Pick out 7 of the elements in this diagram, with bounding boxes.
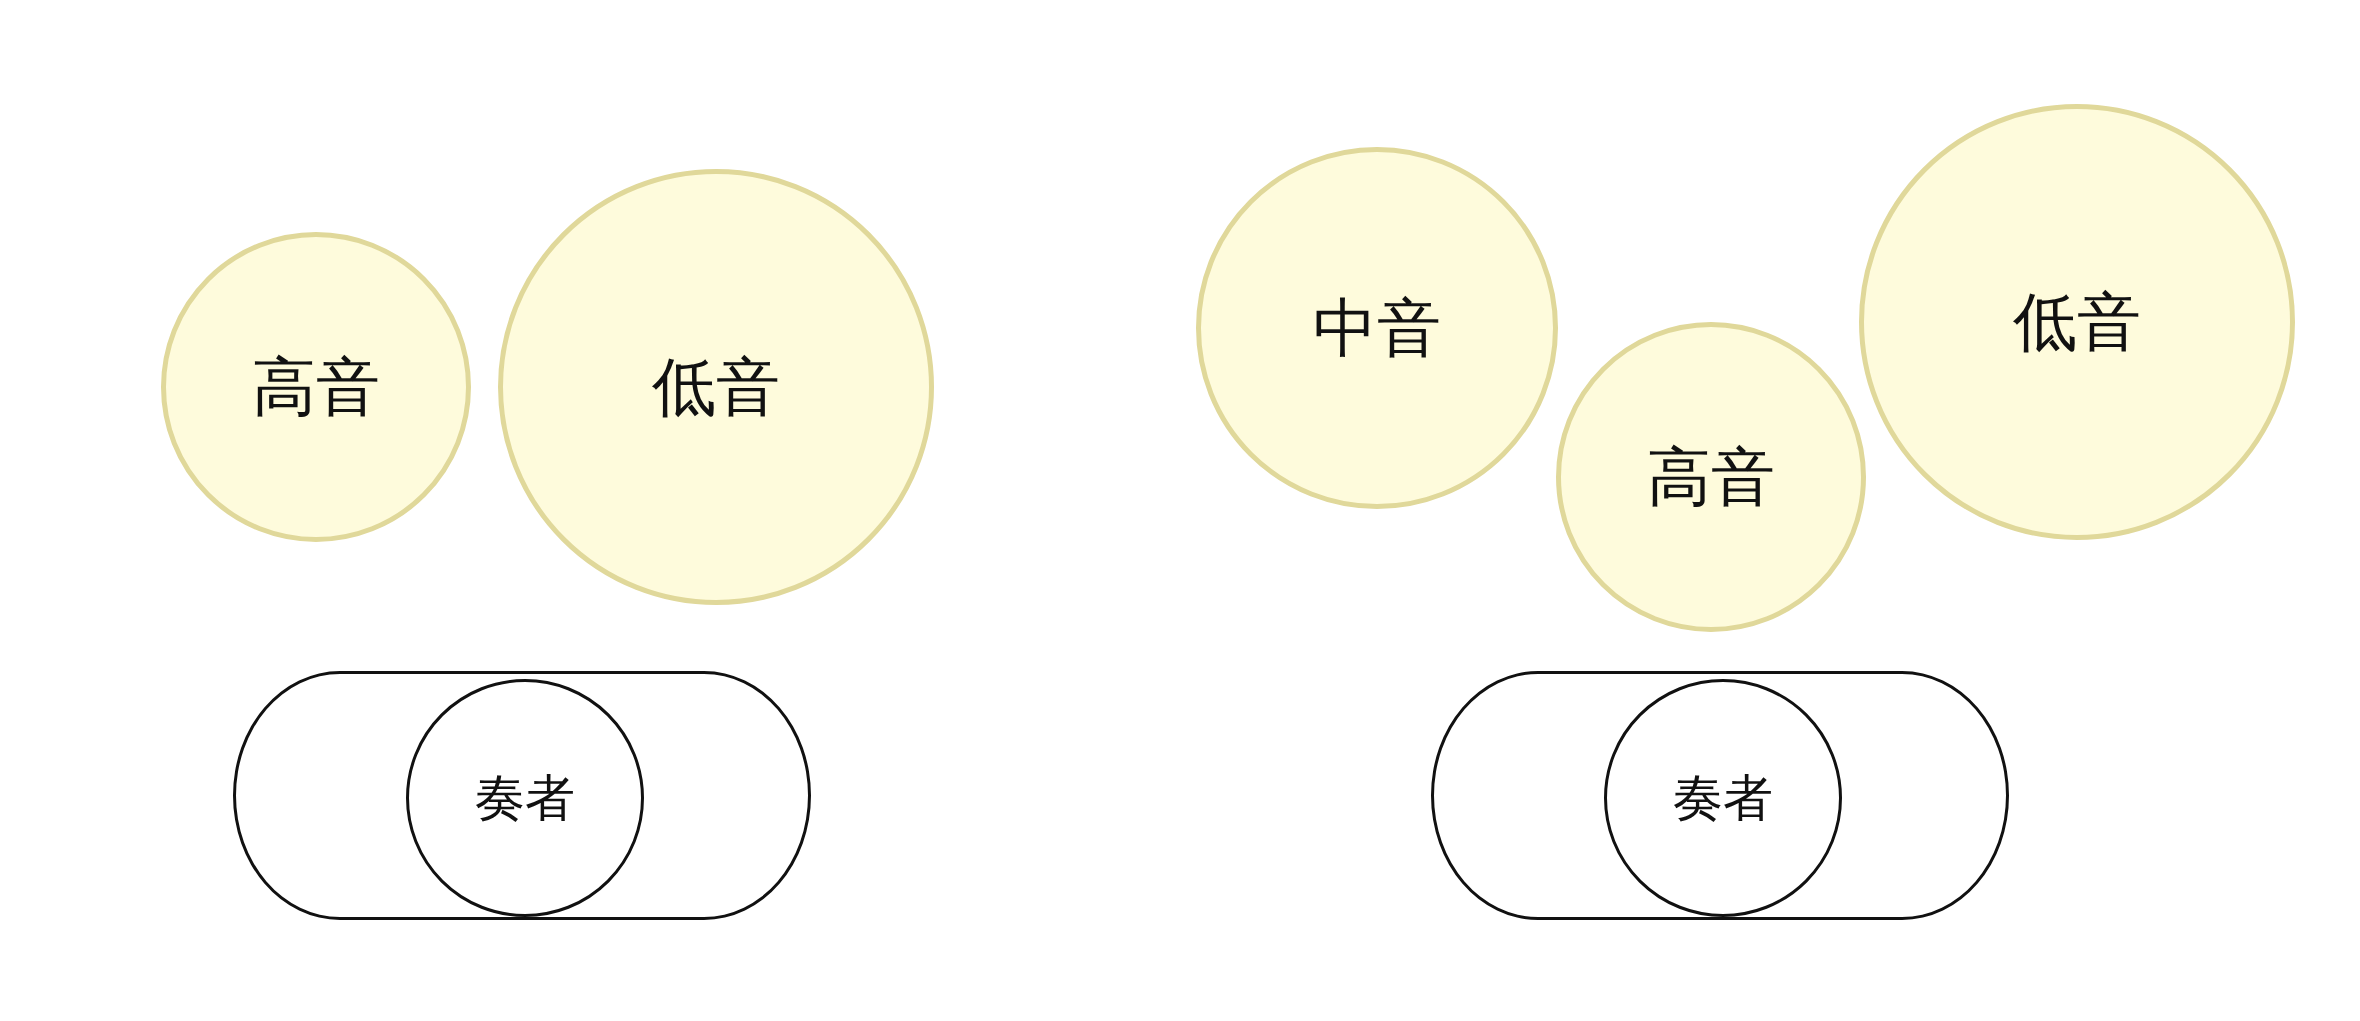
pitch-label: 中音 [1313,289,1441,367]
pitch-label: 低音 [652,348,780,426]
player-label: 奏者 [1673,767,1773,829]
player-label: 奏者 [475,767,575,829]
pitch-label: 高音 [252,348,380,426]
pitch-label: 高音 [1647,438,1775,516]
pitch-label: 低音 [2013,283,2141,361]
